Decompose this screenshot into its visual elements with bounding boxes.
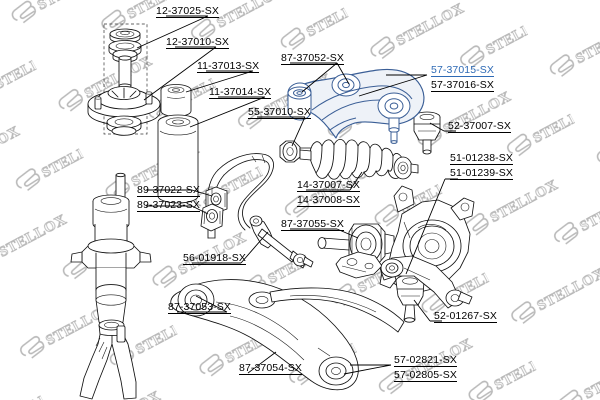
- part-label-56-01918-SX[interactable]: 56-01918-SX: [183, 252, 246, 265]
- part-label-57-02821-SX[interactable]: 57-02821-SX: [394, 354, 457, 367]
- part-dust-boot: [157, 114, 199, 204]
- part-label-87-37052-SX[interactable]: 87-37052-SX: [281, 52, 344, 65]
- part-label-89-37023-SX[interactable]: 89-37023-SX: [137, 199, 200, 212]
- part-label-87-37054-SX[interactable]: 87-37054-SX: [239, 362, 302, 375]
- part-brake-shield-bracket: [335, 251, 383, 279]
- part-label-12-37025-SX[interactable]: 12-37025-SX: [156, 5, 219, 18]
- part-label-14-37008-SX[interactable]: 14-37008-SX: [297, 194, 360, 207]
- part-label-51-01238-SX[interactable]: 51-01238-SX: [450, 152, 513, 165]
- part-label-51-01239-SX[interactable]: 51-01239-SX: [450, 167, 513, 180]
- part-stabilizer-bushing-b: [200, 203, 224, 232]
- part-label-11-37013-SX[interactable]: 11-37013-SX: [197, 60, 260, 73]
- part-label-57-37016-SX[interactable]: 57-37016-SX: [431, 79, 494, 92]
- part-label-57-37015-SX[interactable]: 57-37015-SX: [431, 64, 494, 77]
- part-outer-tie-rod-end: [379, 255, 473, 309]
- part-strut-lower-seat: [106, 115, 142, 136]
- part-label-57-02805-SX[interactable]: 57-02805-SX: [394, 369, 457, 382]
- part-rack-boot: [299, 138, 419, 180]
- part-upper-ball-joint: [413, 111, 441, 155]
- part-label-52-01267-SX[interactable]: 52-01267-SX: [434, 310, 497, 323]
- part-stabilizer-link: [249, 215, 314, 269]
- part-lower-arm-extension: [269, 287, 405, 333]
- part-label-87-37055-SX[interactable]: 87-37055-SX: [281, 218, 344, 231]
- part-label-87-37053-SX[interactable]: 87-37053-SX: [168, 301, 231, 314]
- part-label-11-37014-SX[interactable]: 11-37014-SX: [209, 86, 272, 99]
- part-strut-mount-bearing: [108, 28, 142, 63]
- part-label-89-37022-SX[interactable]: 89-37022-SX: [137, 184, 200, 197]
- part-label-52-37007-SX[interactable]: 52-37007-SX: [448, 120, 511, 133]
- part-strut-mount: [87, 86, 161, 126]
- part-strut-shaft-upper: [118, 55, 132, 89]
- part-label-12-37010-SX[interactable]: 12-37010-SX: [166, 36, 229, 49]
- part-steering-knuckle-fork: [79, 319, 137, 400]
- part-label-55-37010-SX[interactable]: 55-37010-SX: [248, 106, 311, 119]
- part-bump-stop: [160, 84, 192, 117]
- part-upper-control-arm-highlighted: [287, 68, 425, 144]
- part-label-14-37007-SX[interactable]: 14-37007-SX: [297, 179, 360, 192]
